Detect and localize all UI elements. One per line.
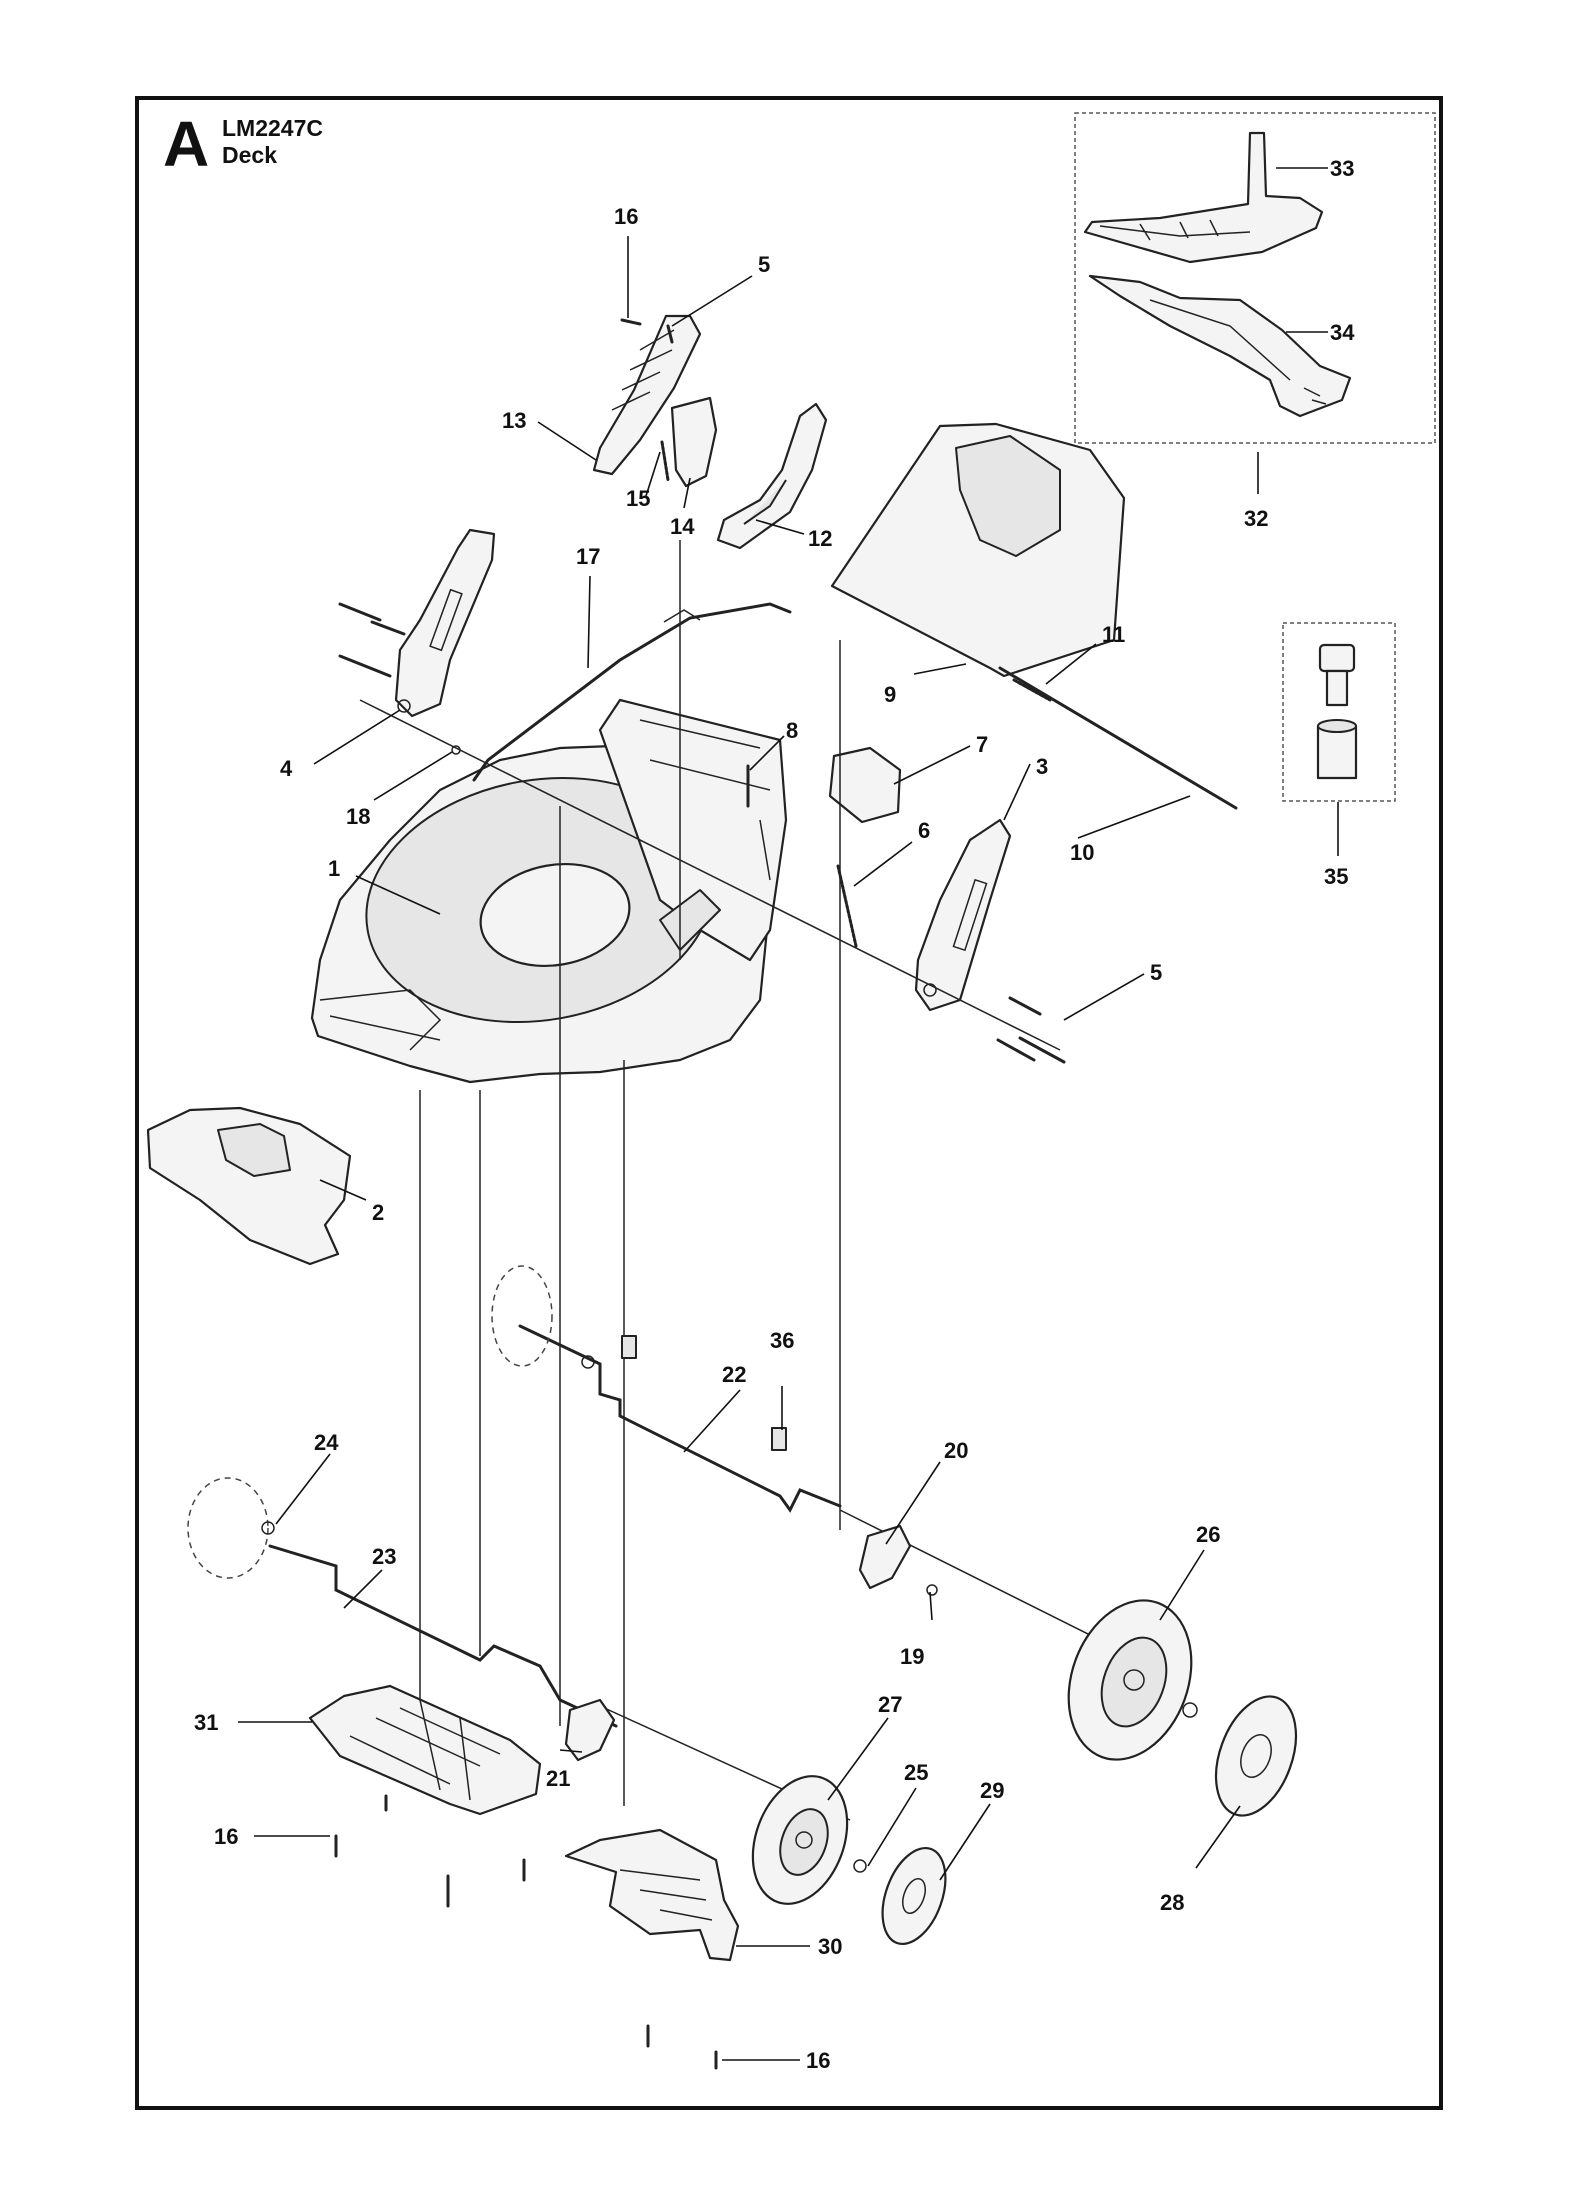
callout-23: 23 <box>372 1544 396 1569</box>
callout-25: 25 <box>904 1760 928 1785</box>
part-21-wheel-bracket <box>564 1698 616 1762</box>
callout-4: 4 <box>280 756 293 781</box>
right-plate-screws <box>996 996 1066 1064</box>
part-15-spring <box>660 440 670 482</box>
callout-19: 19 <box>900 1644 924 1669</box>
callout-5-top: 5 <box>758 252 770 277</box>
callout-10: 10 <box>1070 840 1094 865</box>
callout-7: 7 <box>976 732 988 757</box>
callout-6: 6 <box>918 818 930 843</box>
callout-12: 12 <box>808 526 832 551</box>
callout-30: 30 <box>818 1934 842 1959</box>
callout-24: 24 <box>314 1430 339 1455</box>
callout-35: 35 <box>1324 864 1348 889</box>
callout-1: 1 <box>328 856 340 881</box>
part-6-spring <box>836 864 858 948</box>
callout-36: 36 <box>770 1328 794 1353</box>
callout-26: 26 <box>1196 1522 1220 1547</box>
part-9-rear-flap <box>830 422 1126 678</box>
bottom-screws <box>334 1794 718 2070</box>
callout-31: 31 <box>194 1710 218 1735</box>
part-2-front-cover <box>146 1106 352 1266</box>
blade-kit-inset-box <box>1074 112 1436 444</box>
part-36-clip-a <box>621 1335 637 1359</box>
diagram-title: Deck <box>222 142 277 168</box>
callout-20: 20 <box>944 1438 968 1463</box>
rear-wheel-nut <box>1182 1702 1198 1718</box>
callout-8: 8 <box>786 718 798 743</box>
part-34-blade <box>1088 274 1352 418</box>
callout-21: 21 <box>546 1766 570 1791</box>
top-screw-16 <box>620 318 642 326</box>
part-7-cable-bracket <box>828 746 902 824</box>
upper-axle-line <box>359 699 1061 1051</box>
part-13-lever-plate <box>592 314 702 476</box>
part-31-front-housing <box>308 1684 542 1816</box>
part-22-rear-axle <box>518 1324 842 1513</box>
part-12-handle-bracket <box>716 402 828 550</box>
callout-18: 18 <box>346 804 370 829</box>
part-36-clip-b <box>771 1427 787 1451</box>
wheel-ghost-front <box>187 1477 269 1579</box>
callout-34: 34 <box>1330 320 1355 345</box>
left-plate-screws <box>338 602 406 678</box>
part-24-washer <box>261 1521 275 1535</box>
top-screw-5 <box>666 324 674 344</box>
callout-28: 28 <box>1160 1890 1184 1915</box>
leader-lines <box>238 167 1339 2061</box>
part-14-lever-latch <box>670 396 718 488</box>
callout-13: 13 <box>502 408 526 433</box>
model-number: LM2247C <box>222 115 323 141</box>
callout-17: 17 <box>576 544 600 569</box>
part-26-rear-wheel <box>1067 1599 1193 1761</box>
callout-29: 29 <box>980 1778 1004 1803</box>
callout-16-top: 16 <box>614 204 638 229</box>
part-1-mower-deck <box>310 698 788 1084</box>
callout-32: 32 <box>1244 506 1268 531</box>
part-35-bolt-and-bushing <box>1316 643 1358 780</box>
callout-2: 2 <box>372 1200 384 1225</box>
diagram-frame <box>135 96 1443 2110</box>
part-23-front-axle <box>268 1544 618 1728</box>
part-4-left-height-plate <box>394 528 496 718</box>
part-29-front-hubcap <box>881 1846 947 1946</box>
callout-15: 15 <box>626 486 650 511</box>
callout-14: 14 <box>670 514 695 539</box>
callout-3: 3 <box>1036 754 1048 779</box>
part-24-washer-rear <box>581 1355 595 1369</box>
section-letter: A <box>163 108 210 180</box>
part-19-pin <box>926 1584 938 1596</box>
part-33-blade-adapter <box>1083 131 1324 264</box>
rod-17-notches <box>663 609 701 623</box>
callout-27: 27 <box>878 1692 902 1717</box>
part-18-screw <box>451 745 461 755</box>
wheel-ghost-rear <box>491 1265 553 1367</box>
callout-9: 9 <box>884 682 896 707</box>
part-11-torsion-spring <box>1012 678 1052 702</box>
part-20-wheel-bracket <box>858 1524 912 1590</box>
bolt-kit-inset-box <box>1282 622 1396 802</box>
callout-16-left: 16 <box>214 1824 238 1849</box>
callout-22: 22 <box>722 1362 746 1387</box>
part-25-nut <box>853 1859 867 1873</box>
part-10-hinge-rod <box>998 666 1238 810</box>
callout-5-right: 5 <box>1150 960 1162 985</box>
callout-33: 33 <box>1330 156 1354 181</box>
callout-16-bottom: 16 <box>806 2048 830 2073</box>
part-3-right-height-plate <box>914 818 1012 1012</box>
part-27-front-wheel <box>751 1775 849 1905</box>
assembly-guide-lines <box>419 540 841 1806</box>
callout-11: 11 <box>1102 622 1125 647</box>
part-28-rear-hubcap <box>1214 1695 1298 1817</box>
callout-labels: 16 5 13 15 14 12 17 11 9 10 4 8 7 3 18 6… <box>194 156 1355 2073</box>
part-30-rear-guard <box>564 1828 740 1962</box>
